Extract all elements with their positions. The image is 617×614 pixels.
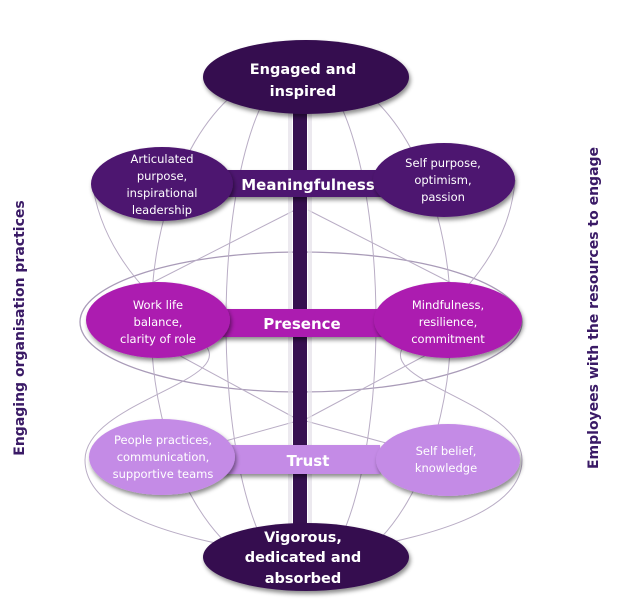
presence-label: Presence bbox=[263, 315, 340, 333]
trust-label: Trust bbox=[287, 452, 330, 470]
top-node-line-1: Engaged and bbox=[250, 62, 357, 78]
bottom-node-line-3: absorbed bbox=[265, 571, 342, 587]
presence-right-line-3: commitment bbox=[411, 332, 485, 346]
bottom-node-line-1: Vigorous, bbox=[264, 530, 342, 546]
meaningfulness-left-line-3: inspirational bbox=[126, 186, 197, 200]
top-node-line-2: inspired bbox=[270, 84, 337, 100]
meaningfulness-left-line-2: purpose, bbox=[137, 169, 187, 183]
trust-right-node bbox=[376, 424, 520, 496]
diag-line bbox=[307, 209, 476, 296]
trust-left-line-1: People practices, bbox=[114, 433, 212, 447]
diag-line bbox=[159, 344, 296, 419]
meaningfulness-right-node bbox=[373, 143, 515, 217]
level-trust: Trust People practices, communication, s… bbox=[89, 419, 520, 496]
meaningfulness-right-line-3: passion bbox=[421, 190, 465, 204]
meaningfulness-left-line-1: Articulated bbox=[130, 152, 193, 166]
trust-left-node bbox=[89, 419, 235, 495]
bottom-node-line-2: dedicated and bbox=[245, 550, 362, 566]
presence-bar bbox=[200, 309, 400, 337]
meaningfulness-left-node bbox=[91, 147, 233, 221]
bottom-node-ellipse bbox=[203, 523, 409, 591]
presence-left-node bbox=[86, 282, 230, 358]
presence-right-node bbox=[374, 282, 522, 358]
right-side-label: Employees with the resources to engage bbox=[586, 147, 602, 469]
diag-line bbox=[307, 344, 446, 419]
level-presence: Presence Work life balance, clarity of r… bbox=[86, 282, 522, 358]
meaningfulness-left-line-4: leadership bbox=[132, 203, 192, 217]
trust-bar bbox=[220, 445, 380, 474]
level-meaningfulness: Meaningfulness Articulated purpose, insp… bbox=[91, 143, 515, 221]
diag-line bbox=[127, 209, 296, 296]
presence-left-line-1: Work life bbox=[133, 298, 183, 312]
presence-left-line-2: balance, bbox=[134, 315, 183, 329]
left-outer-curve bbox=[84, 179, 251, 551]
trust-right-line-2: knowledge bbox=[415, 461, 477, 475]
meaningfulness-label: Meaningfulness bbox=[241, 176, 375, 194]
presence-right-line-2: resilience, bbox=[419, 315, 478, 329]
bottom-node: Vigorous, dedicated and absorbed bbox=[203, 523, 409, 591]
top-node-ellipse bbox=[203, 40, 409, 114]
right-outer-curve bbox=[354, 179, 523, 551]
presence-left-line-3: clarity of role bbox=[120, 332, 196, 346]
trust-left-line-3: supportive teams bbox=[113, 467, 214, 481]
trust-left-line-2: communication, bbox=[117, 450, 210, 464]
trust-right-line-1: Self belief, bbox=[416, 444, 477, 458]
meaningfulness-right-line-1: Self purpose, bbox=[405, 156, 481, 170]
presence-right-line-1: Mindfulness, bbox=[412, 298, 484, 312]
meaningfulness-right-line-2: optimism, bbox=[414, 173, 471, 187]
left-side-label: Engaging organisation practices bbox=[12, 200, 28, 455]
top-node: Engaged and inspired bbox=[203, 40, 409, 114]
